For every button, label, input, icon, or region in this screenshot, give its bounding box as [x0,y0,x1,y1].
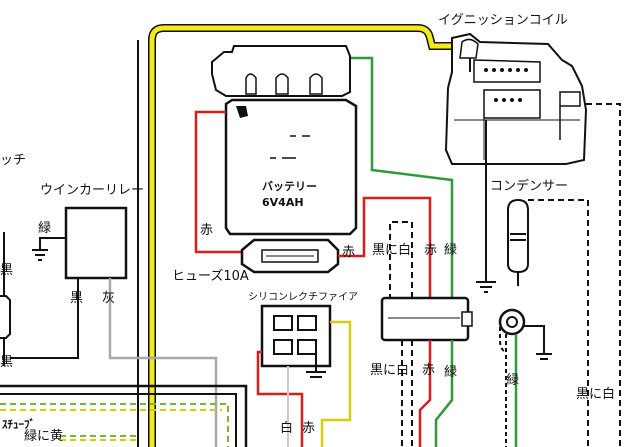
condenser-dashed-wire [528,199,589,447]
connector-down-red [418,340,432,447]
rectifier-label: シリコンレクチファイア [248,291,358,303]
relay-gray-label: 灰 [102,291,115,306]
bottom-white-label: 白 [280,420,293,436]
relay-black-label: 黒 [70,291,83,306]
relay-green-label: 緑 [38,221,51,236]
ignition-coil-label: イグニッションコイル [438,13,568,28]
relay-black-wire [10,278,79,359]
rectifier-ground-icon [306,354,326,378]
green-top-wire [350,56,454,300]
left-black-label: 黒 [0,263,13,278]
bottom-red-label: 赤 [302,421,315,436]
harness-box [0,384,248,447]
pulser-coil [498,308,552,360]
right-green-label: 緑 [506,373,519,388]
rectifier-red-wire [256,350,304,447]
fuse [240,238,340,274]
relay-green-wire [39,237,66,250]
connector-block [380,296,473,342]
fuse-red-label: 赤 [342,245,355,260]
mid-black-white-label: 黒に白 [370,362,409,378]
battery-label-line2: 6V4AH [262,196,304,209]
condenser [507,198,529,286]
red-fuse-wire [338,196,432,300]
left-black-lower-label: 黒 [0,355,13,370]
ground-icon [476,281,496,293]
fuse-label: ヒューズ10A [172,268,249,284]
relay-ground-icon [32,249,48,261]
battery: バッテリー 6V4AH [211,45,358,236]
mid-red-label: 赤 [422,363,435,378]
relay-gray-wire [108,278,218,447]
switch-partial-label: ッチ [0,153,26,168]
black-white-dashed-wire [389,221,413,300]
winker-relay [64,206,128,280]
winker-relay-label: ウインカーリレー [40,183,144,198]
coil-dashed-wire [586,103,621,447]
connector-down-green [434,340,454,447]
condenser-label: コンデンサー [490,178,568,194]
green-yellow-label: 緑に黄 [24,429,63,444]
top-black-white-label: 黒に白 [372,242,411,258]
yellow-main-wire-fill [149,25,452,447]
ignition-coil [444,32,588,165]
left-switch-partial [0,232,11,366]
red-battery-wire [194,110,248,254]
battery-label-line1: バッテリー [262,180,317,193]
top-red-label: 赤 [424,243,437,258]
silicon-rectifier [260,304,332,368]
right-black-white-label: 黒に白 [576,386,615,402]
rectifier-yellow-wire [320,320,352,447]
top-green-label: 緑 [444,243,457,258]
mid-green-label: 緑 [444,365,457,380]
battery-red-label: 赤 [200,223,213,238]
tube-label: ｽﾁｭｰﾌﾞ [2,417,35,431]
